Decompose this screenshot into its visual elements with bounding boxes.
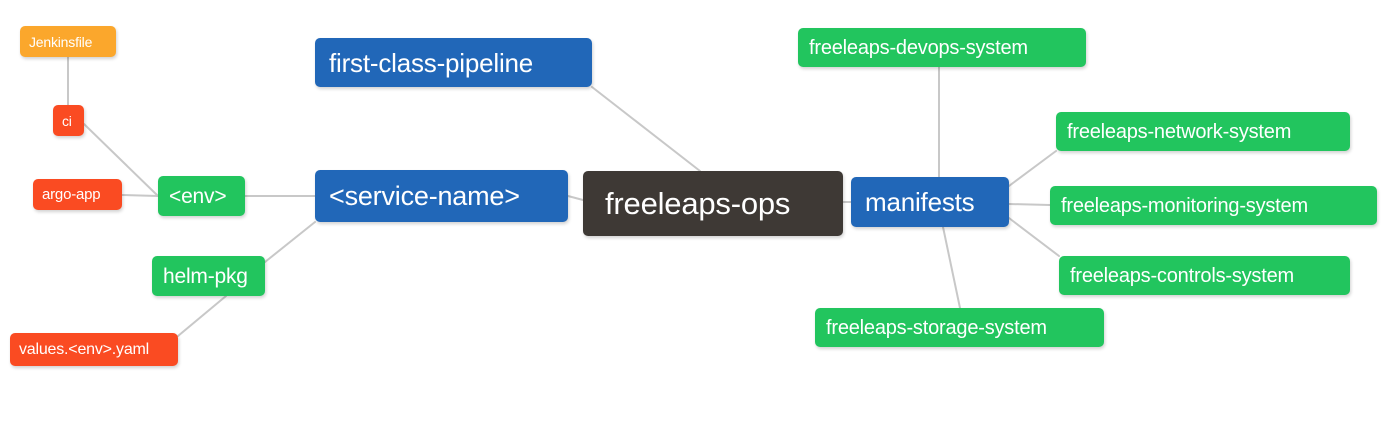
edge-first_class_pipeline-to-root <box>591 86 701 172</box>
mindmap-node-monitoring-system[interactable]: freeleaps-monitoring-system <box>1050 186 1377 225</box>
node-label: manifests <box>865 187 975 217</box>
mindmap-node-controls-system[interactable]: freeleaps-controls-system <box>1059 256 1350 295</box>
mindmap-node-storage-system[interactable]: freeleaps-storage-system <box>815 308 1104 347</box>
node-label: ci <box>62 112 72 129</box>
edge-manifests-to-network_system <box>1008 150 1057 187</box>
edge-manifests-to-monitoring_system <box>1008 203 1051 206</box>
mindmap-node-argo-app[interactable]: argo-app <box>33 179 122 210</box>
mindmap-node-jenkinsfile[interactable]: Jenkinsfile <box>20 26 116 57</box>
mindmap-node-devops-system[interactable]: freeleaps-devops-system <box>798 28 1086 67</box>
mindmap-node-network-system[interactable]: freeleaps-network-system <box>1056 112 1350 151</box>
edge-argo_app-to-env <box>121 194 159 197</box>
edge-service_name-to-root <box>567 195 584 201</box>
node-label: first-class-pipeline <box>329 47 534 78</box>
node-label: freeleaps-ops <box>605 186 791 221</box>
node-label: freeleaps-network-system <box>1067 120 1292 143</box>
node-label: freeleaps-monitoring-system <box>1061 194 1308 217</box>
mindmap-node-manifests[interactable]: manifests <box>851 177 1009 227</box>
node-label: <service-name> <box>329 180 520 211</box>
node-label: helm-pkg <box>163 264 248 288</box>
node-label: argo-app <box>42 186 101 203</box>
mindmap-node-first-class-pipeline[interactable]: first-class-pipeline <box>315 38 592 87</box>
edge-helm_pkg-to-service_name <box>264 221 316 263</box>
mindmap-node-ci[interactable]: ci <box>53 105 84 136</box>
node-label: Jenkinsfile <box>29 33 93 50</box>
mindmap-node-helm-pkg[interactable]: helm-pkg <box>152 256 265 296</box>
mindmap-node-root[interactable]: freeleaps-ops <box>583 171 843 236</box>
node-label: freeleaps-storage-system <box>826 316 1047 339</box>
node-label: <env> <box>169 184 227 208</box>
node-label: values.<env>.yaml <box>19 340 150 358</box>
mindmap-node-env[interactable]: <env> <box>158 176 245 216</box>
edge-manifests-to-storage_system <box>942 226 961 309</box>
edge-values_yaml-to-helm_pkg <box>177 295 227 337</box>
node-label: freeleaps-controls-system <box>1070 264 1294 287</box>
mindmap-node-values-yaml[interactable]: values.<env>.yaml <box>10 333 178 366</box>
node-label: freeleaps-devops-system <box>809 36 1028 59</box>
mindmap-node-service-name[interactable]: <service-name> <box>315 170 568 222</box>
